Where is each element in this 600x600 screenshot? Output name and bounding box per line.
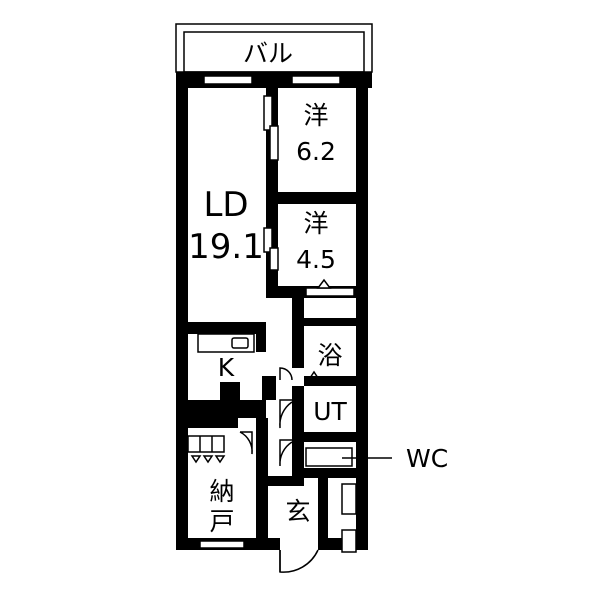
wc-fixture: [305, 447, 353, 467]
balcony-label: バル: [243, 39, 293, 68]
ld-size-label: 19.1: [188, 227, 264, 267]
bath-label: 浴: [317, 341, 342, 370]
wc-label: WC: [406, 444, 448, 473]
storage-shelf: [187, 435, 226, 464]
storage-label-line2: 戸: [209, 507, 234, 536]
bottom-window: [199, 540, 245, 549]
closet: [305, 278, 355, 297]
western2-size-label: 4.5: [296, 245, 336, 274]
door-swings: [239, 367, 320, 573]
sliding-doors: [263, 95, 279, 271]
kitchen-label: K: [218, 353, 235, 382]
top-windows: [203, 75, 341, 85]
western1-name-label: 洋: [303, 101, 328, 130]
ld-name-label: LD: [203, 185, 248, 225]
shoe-cabinet: [341, 483, 357, 553]
entrance-label: 玄: [285, 497, 310, 526]
western2-name-label: 洋: [303, 209, 328, 238]
western1-size-label: 6.2: [296, 137, 336, 166]
utility-label: UT: [313, 397, 347, 426]
kitchen-sink: [197, 333, 255, 353]
storage-label-line1: 納: [209, 477, 234, 506]
interior-walls: [188, 88, 356, 538]
